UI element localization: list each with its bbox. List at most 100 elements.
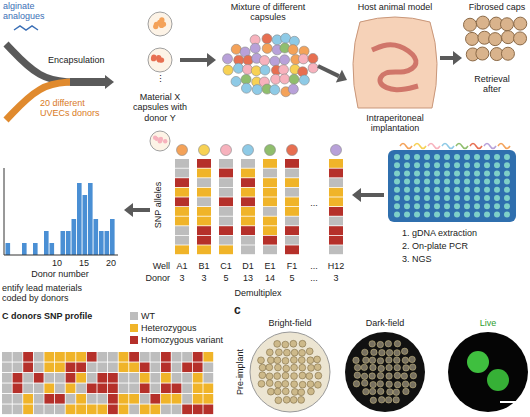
well	[444, 187, 450, 193]
capsule	[393, 389, 399, 395]
well-id: B1	[198, 261, 209, 271]
snp-cell	[44, 384, 54, 394]
snp-cell	[140, 384, 150, 394]
snp-cell	[263, 188, 277, 197]
snp-cell	[329, 197, 343, 206]
snp-cell	[285, 169, 299, 178]
capsule	[370, 364, 376, 370]
snp-cell	[161, 394, 171, 404]
snp-cell	[197, 159, 211, 168]
well-id: F1	[287, 261, 298, 271]
snp-cell	[76, 394, 86, 404]
well	[404, 195, 410, 201]
well	[464, 211, 470, 217]
well	[484, 211, 490, 217]
capsule	[402, 381, 408, 387]
snp-cell	[263, 169, 277, 178]
capsule	[291, 364, 298, 371]
snp-cell	[241, 159, 255, 168]
capsule	[233, 63, 243, 73]
well	[494, 195, 500, 201]
fibrosed-capsule	[502, 31, 515, 44]
well	[404, 203, 410, 209]
capsule	[290, 340, 297, 347]
snp-cell	[34, 384, 44, 394]
well	[504, 179, 510, 185]
fibrosed-capsule	[466, 32, 479, 45]
molecule-icon	[14, 26, 38, 30]
capsule	[403, 365, 409, 371]
axis-label: Donor number	[31, 269, 89, 279]
snp-cell	[285, 188, 299, 197]
fibrosed-capsule	[476, 47, 489, 60]
capsule	[266, 364, 273, 371]
capsule	[275, 397, 282, 404]
snp-cell	[219, 245, 233, 254]
snp-cell	[76, 384, 86, 394]
capsule	[394, 350, 400, 356]
well	[504, 154, 510, 160]
capsule	[387, 389, 393, 395]
snp-cell	[219, 197, 233, 206]
capsule	[290, 357, 297, 364]
capsule	[241, 74, 251, 84]
library-label: alginate analogues	[3, 1, 51, 22]
snp-cell	[329, 159, 343, 168]
snp-cell	[55, 363, 65, 373]
panel-letter: c	[234, 304, 241, 318]
snp-cell	[129, 405, 139, 415]
histogram-bar	[50, 243, 55, 255]
row-label: Well	[153, 261, 170, 271]
well-id: D1	[242, 261, 254, 271]
capsule	[283, 365, 290, 372]
arrow-head	[105, 75, 114, 89]
capsule	[291, 381, 298, 388]
well	[454, 154, 460, 160]
snp-cell	[97, 394, 107, 404]
well	[394, 170, 400, 176]
well	[484, 154, 490, 160]
dark-field-image	[345, 332, 425, 412]
snp-cell	[285, 197, 299, 206]
snp-cell	[150, 394, 160, 404]
capsule	[282, 357, 289, 364]
well	[474, 154, 480, 160]
well	[394, 179, 400, 185]
arrow-head	[336, 70, 347, 83]
well	[414, 162, 420, 168]
snp-cell	[175, 159, 189, 168]
snp-cell	[263, 197, 277, 206]
capsule-label: Material X capsules with donor Y	[130, 92, 190, 123]
snp-cell	[263, 178, 277, 187]
snp-cell	[23, 384, 33, 394]
capsule	[299, 340, 306, 347]
donor-id: 3	[201, 273, 206, 283]
tick-label: 10	[52, 258, 62, 268]
snp-cell	[329, 207, 343, 216]
capsule	[385, 341, 391, 347]
cell-dot	[163, 139, 167, 143]
snp-cell	[140, 405, 150, 415]
well-plate	[388, 150, 516, 222]
histogram-bar	[72, 219, 77, 255]
snp-cell	[34, 363, 44, 373]
histogram-bar	[61, 231, 66, 255]
donor-id: 3	[179, 273, 184, 283]
capsule	[378, 397, 384, 403]
snp-cell	[150, 405, 160, 415]
snp-cell	[129, 394, 139, 404]
snp-cell	[193, 352, 203, 362]
well	[434, 203, 440, 209]
flow-arrow	[361, 193, 384, 197]
well	[494, 211, 500, 217]
donor-capsule	[331, 145, 342, 156]
fibrosed-capsule	[514, 32, 527, 45]
well	[424, 203, 430, 209]
snp-cell	[263, 217, 277, 226]
well	[404, 154, 410, 160]
well	[504, 195, 510, 201]
capsule	[353, 357, 359, 363]
capsule	[270, 85, 280, 95]
capsule	[315, 372, 322, 379]
primer	[456, 144, 468, 149]
